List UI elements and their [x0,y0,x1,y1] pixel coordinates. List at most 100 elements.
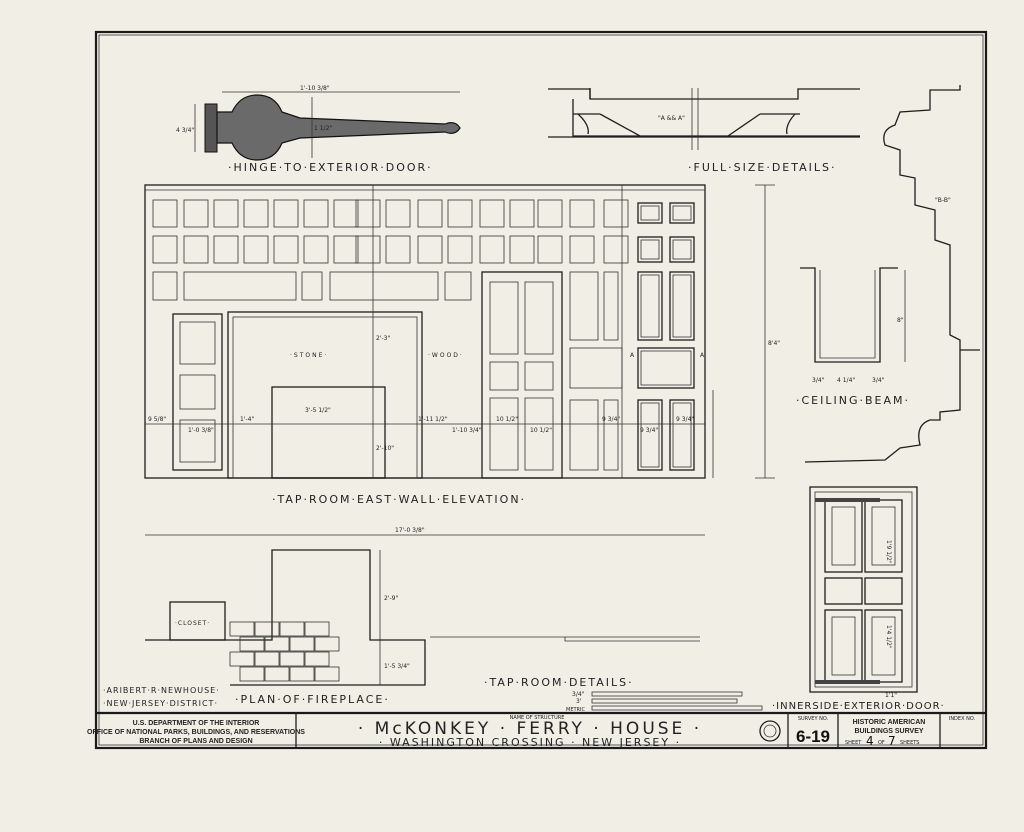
elevation-dim: 1'-0 3/8" [188,427,214,434]
wall-panel [669,271,695,341]
wall-panel [603,235,629,264]
wall-panel [303,199,329,228]
wall-panel [669,202,695,224]
section-mark-left: A [630,352,635,359]
door-bottom-dim: 1'1" [885,692,897,699]
hearth-brick [314,666,340,682]
wall-panel [243,235,269,264]
bb-profile: "B-B" [804,85,980,463]
section-mark-right: A [700,352,705,359]
wall-panel [417,199,443,228]
wall-panel [183,235,209,264]
wall-panel-inset [640,402,660,468]
wall-panel [637,347,695,389]
wall-panel [603,271,619,341]
wall-panel [385,235,411,264]
wall-panel [213,199,239,228]
wall-panel [213,235,239,264]
hinge-mid-dim: 1 1/2" [314,125,332,132]
full-size-title: ·FULL·SIZE·DETAILS· [688,161,837,174]
hearth-brick [264,636,290,652]
door-dim-2: 1'4 1/2" [885,625,892,649]
hearth-brick [289,636,315,652]
closet-label: ·CLOSET· [175,620,210,627]
elevation-dim: 10 1/2" [530,427,552,434]
sheet-border [94,30,988,750]
beam-depth-dim: 8" [897,317,904,324]
wall-panel [447,235,473,264]
sheets-word: SHEETS [900,740,919,746]
section-a-label: "A && A" [658,115,685,122]
wall-panel [152,235,178,264]
wall-panel [479,235,505,264]
sheet-word: SHEET [845,740,862,746]
hinge-height-dim: 4 3/4" [176,127,194,134]
wall-panel [637,202,663,224]
wall-panel [303,235,329,264]
door-dim-1: 1'9 1/2" [885,540,892,564]
wall-panel [569,347,623,389]
wall-panel [603,399,619,471]
wall-panel [537,235,563,264]
wall-panel-inset [640,239,660,260]
wall-panel [329,271,439,301]
bb-label: "B-B" [935,197,951,204]
wall-panel-inset [640,274,660,338]
wall-panel [152,271,178,301]
wall-panel [333,199,359,228]
hearth-brick [264,666,290,682]
fireplace-plan: ·CLOSET· 2'-9" 1'-5 3/4" ·PLAN·OF·FIREPL… [145,549,700,706]
hearth-brick [254,651,280,667]
wall-height-dim: 8'4" [768,340,780,347]
details-title: ·TAP·ROOM·DETAILS· [484,676,634,689]
beam-left-dim: 3/4" [812,377,825,384]
wall-panel [183,199,209,228]
habs-line-1: HISTORIC AMERICAN [853,719,926,726]
structure-name: · McKONKEY · FERRY · HOUSE · [358,719,702,739]
wall-panel [479,199,505,228]
agency-line-3: BRANCH OF PLANS AND DESIGN [139,738,252,745]
survey-caption: SURVEY NO. [798,716,829,722]
wall-panel-inset [672,239,692,260]
scale-label-1: 3/4" [572,691,585,698]
elevation-dim: 1'-11 1/2" [418,416,448,423]
wall-panel [669,236,695,263]
delineator-name: ·ARIBERT·R·NEWHOUSE· [103,686,220,695]
wall-panel [603,199,629,228]
ceiling-beam-title: ·CEILING·BEAM· [796,394,910,407]
survey-number: 6-19 [796,727,830,746]
hearth-brick [304,651,330,667]
wall-panel-inset [640,350,692,386]
wall-panel [417,235,443,264]
wall-panel [444,271,472,301]
stone-label: ·STONE· [290,352,328,359]
elevation-dim: 1'-10 3/4" [452,427,482,434]
full-size-detail: "A && A" ·FULL·SIZE·DETAILS· [548,88,860,174]
sheet-total: 7 [888,734,896,748]
east-wall-elevation: ·STONE· ·WOOD· 3'-5 1/2" 2'-10" 2'-3" A … [144,184,780,536]
wall-panel [637,271,663,341]
wall-panel [243,199,269,228]
hearth-brick [304,621,330,637]
hinge-drawing: 1'-10 3/8" 4 3/4" 1 1/2" ·HINGE·TO·EXTER… [176,85,461,174]
elevation-dim: 9 3/4" [602,416,620,423]
name-caption: NAME OF STRUCTURE [510,715,565,721]
wall-panel [355,199,381,228]
seal-icon [759,720,781,742]
hearth-brick [229,621,255,637]
scale-label-2: 3' [576,698,582,705]
wall-panel [569,199,595,228]
delineator-district: ·NEW·JERSEY·DISTRICT· [103,699,218,708]
elevation-dim: 9 3/4" [676,416,694,423]
plan-hearth-dim: 1'-5 3/4" [384,663,410,670]
wall-panel-inset [672,274,692,338]
hearth-brick [239,636,265,652]
wall-panel [669,399,695,471]
wall-panel-inset [672,205,692,221]
plan-depth-dim: 2'-9" [384,595,398,602]
hinge-length-dim: 1'-10 3/8" [300,85,330,92]
wall-panel [509,235,535,264]
wall-panel [273,199,299,228]
fire-height-dim: 2'-10" [376,445,394,452]
